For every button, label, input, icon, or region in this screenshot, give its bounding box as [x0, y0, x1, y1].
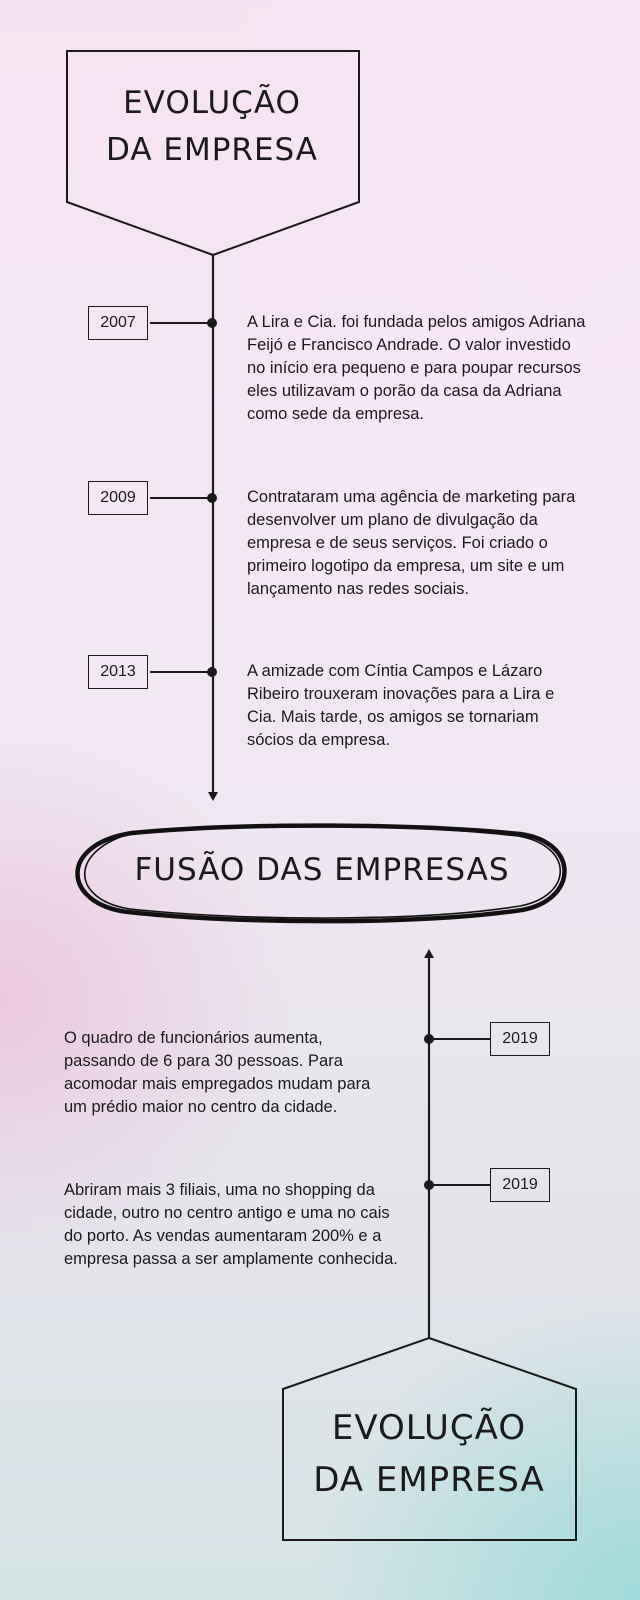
year-label-2013: 2013 — [88, 655, 148, 689]
event-text-2007: A Lira e Cia. foi fundada pelos amigos A… — [247, 313, 586, 423]
year-label-2009: 2009 — [88, 481, 148, 515]
fusion-title: FUSÃO DAS EMPRESAS — [134, 852, 510, 888]
top-banner-shape — [66, 50, 360, 257]
year-label-2007: 2007 — [88, 306, 148, 340]
bottom-header-line-2: DA EMPRESA — [313, 1460, 545, 1500]
node-2013 — [207, 667, 217, 677]
bottom-header-title: EVOLUÇÃO DA EMPRESA — [283, 1402, 575, 1506]
bottom-timeline-arrowhead — [424, 949, 434, 958]
event-text-2013: A amizade com Cíntia Campos e Lázaro Rib… — [247, 662, 555, 749]
top-header-title: EVOLUÇÃO DA EMPRESA — [66, 80, 358, 174]
node-2007 — [207, 318, 217, 328]
top-header-line-2: DA EMPRESA — [106, 132, 318, 168]
node-2009 — [207, 493, 217, 503]
year-label-2019-b: 2019 — [490, 1168, 550, 1202]
fusion-oval-sketch — [83, 824, 561, 919]
bottom-banner-shape — [282, 1336, 577, 1541]
event-text-2019-b: Abriram mais 3 filiais, uma no shopping … — [64, 1181, 398, 1268]
node-2019-b — [424, 1180, 434, 1190]
event-text-2019-a: O quadro de funcionários aumenta, passan… — [64, 1029, 371, 1116]
event-text-2009: Contrataram uma agência de marketing par… — [247, 488, 576, 598]
year-label-2019-a: 2019 — [490, 1022, 550, 1056]
bottom-header-line-1: EVOLUÇÃO — [331, 1408, 527, 1448]
top-timeline-arrowhead — [208, 792, 218, 801]
node-2019-a — [424, 1034, 434, 1044]
top-header-line-1: EVOLUÇÃO — [123, 85, 301, 121]
